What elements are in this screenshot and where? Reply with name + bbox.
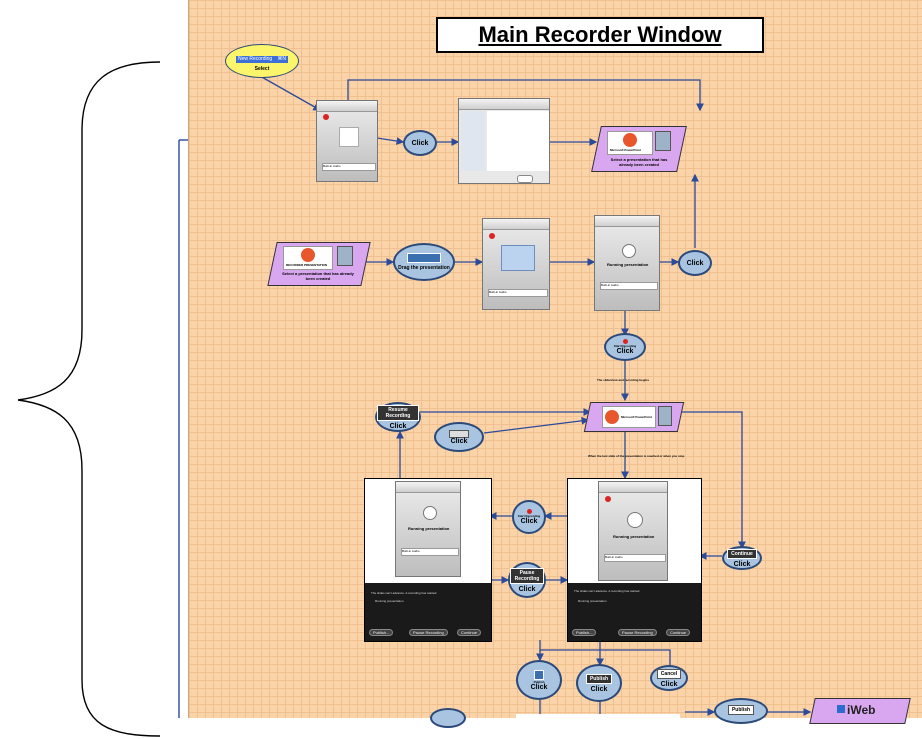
diagram-canvas — [188, 0, 922, 718]
select-presentation-shape-2: RECORDER PRESENTATION Select a presentat… — [267, 242, 371, 286]
save-to-iweb-bubble[interactable]: Publish — [714, 698, 768, 724]
finder-icon — [655, 131, 671, 151]
finder-icon-3 — [658, 406, 672, 426]
start-recording-bubble[interactable]: Start Recording Click — [604, 333, 646, 361]
record-icon-2[interactable] — [489, 233, 495, 239]
curly-brace — [17, 61, 161, 737]
presentation-running-shape: Microsoft PowerPoint — [583, 402, 685, 432]
audio-select-3[interactable]: Built-in Audio — [600, 282, 658, 290]
page-title: Main Recorder Window — [436, 17, 764, 53]
iweb-label: iWeb — [847, 703, 876, 717]
publish-button-bubble[interactable]: Publish Click — [576, 664, 622, 702]
new-recording-menu-item[interactable]: New Recording ⌘N — [236, 56, 288, 63]
finder-list — [487, 111, 549, 171]
message-panel-left: The slides can't advance. A recording ha… — [365, 583, 491, 641]
ppt-logo-icon-2 — [301, 248, 315, 262]
panel-right-btn-1[interactable]: Publish... — [572, 629, 597, 636]
partial-bubble-bottom-left[interactable] — [430, 708, 466, 728]
drop-area-highlight[interactable] — [501, 245, 535, 271]
drop-area[interactable] — [339, 127, 359, 147]
finder-open-button[interactable] — [517, 175, 533, 183]
drag-presentation-bubble[interactable]: Drag the presentation — [393, 243, 455, 281]
start-recording-click-bubble[interactable]: Start Recording Click — [512, 500, 546, 534]
panel-left-btn-2[interactable]: Pause Recording — [409, 629, 448, 636]
record-icon-4[interactable] — [605, 496, 611, 502]
note-ends: When the last slide of the presentation … — [588, 454, 685, 458]
iweb-shape: iWeb — [809, 698, 911, 724]
pause-recording-bubble[interactable]: Pause Recording Click — [508, 562, 546, 598]
publish-icon-bubble[interactable]: Publish Click — [516, 660, 562, 700]
click-bubble-1[interactable]: Click — [403, 130, 437, 156]
bottom-dialog-fragment — [516, 714, 680, 718]
note-started: The slideshow and recording begins — [597, 378, 650, 382]
new-recording-ellipse[interactable]: New Recording ⌘N Select — [225, 44, 299, 78]
panel-left-btn-1[interactable]: Publish... — [369, 629, 394, 636]
screenshot-paused-left: Running presentation Built-in Audio The … — [364, 478, 492, 642]
select-presentation-text: Select a presentation that has already b… — [610, 157, 668, 167]
record-icon-5 — [526, 509, 532, 514]
record-chip — [449, 429, 469, 438]
recorder-window-running: Running presentation Built-in Audio — [594, 215, 660, 311]
click-bubble-2[interactable]: Click — [678, 250, 712, 276]
click-bubble-record[interactable]: Click — [434, 422, 484, 452]
audio-select[interactable]: Built-in Audio — [322, 163, 376, 171]
recorder-window-1: Built-in Audio — [316, 100, 378, 182]
panel-right-btn-3[interactable]: Continue — [666, 629, 691, 636]
finder-dialog — [458, 98, 550, 184]
panel-right-btn-2[interactable]: Pause Recording — [618, 629, 657, 636]
start-ellipse-caption: Select — [254, 66, 270, 72]
message-panel-right: The slides can't advance. A recording ha… — [568, 583, 701, 641]
publish-icon — [534, 669, 544, 680]
running-icon-3 — [627, 512, 643, 528]
resume-recording-bubble[interactable]: Resume Recording Click — [375, 402, 421, 432]
continue-bubble[interactable]: Continue Click — [722, 546, 762, 570]
panel-left-btn-3[interactable]: Continue — [457, 629, 482, 636]
recorder-window-recording: Running presentation Built-in Audio — [598, 481, 668, 581]
iweb-icon — [837, 705, 845, 713]
ppt-logo-icon-3 — [605, 410, 619, 424]
running-icon — [622, 244, 636, 258]
drag-thumbnail — [407, 253, 441, 263]
recorder-window-2: Built-in Audio — [482, 218, 550, 310]
record-icon[interactable] — [323, 114, 329, 120]
audio-select-4[interactable]: Built-in Audio — [401, 548, 459, 556]
select-presentation-shape-1: Microsoft PowerPoint Select a presentati… — [591, 126, 687, 172]
finder-sidebar — [461, 111, 485, 171]
cancel-bubble[interactable]: Cancel Click — [650, 665, 688, 691]
audio-select-2[interactable]: Built-in Audio — [488, 289, 548, 297]
audio-select-5[interactable]: Built-in Audio — [604, 554, 666, 562]
record-icon-3 — [622, 339, 628, 344]
ppt-logo-icon — [623, 133, 637, 147]
recorder-window-paused: Running presentation Built-in Audio — [395, 481, 461, 577]
running-icon-2 — [423, 506, 437, 520]
screenshot-recording-right: Running presentation Built-in Audio The … — [567, 478, 702, 642]
finder-icon-2 — [337, 246, 353, 266]
